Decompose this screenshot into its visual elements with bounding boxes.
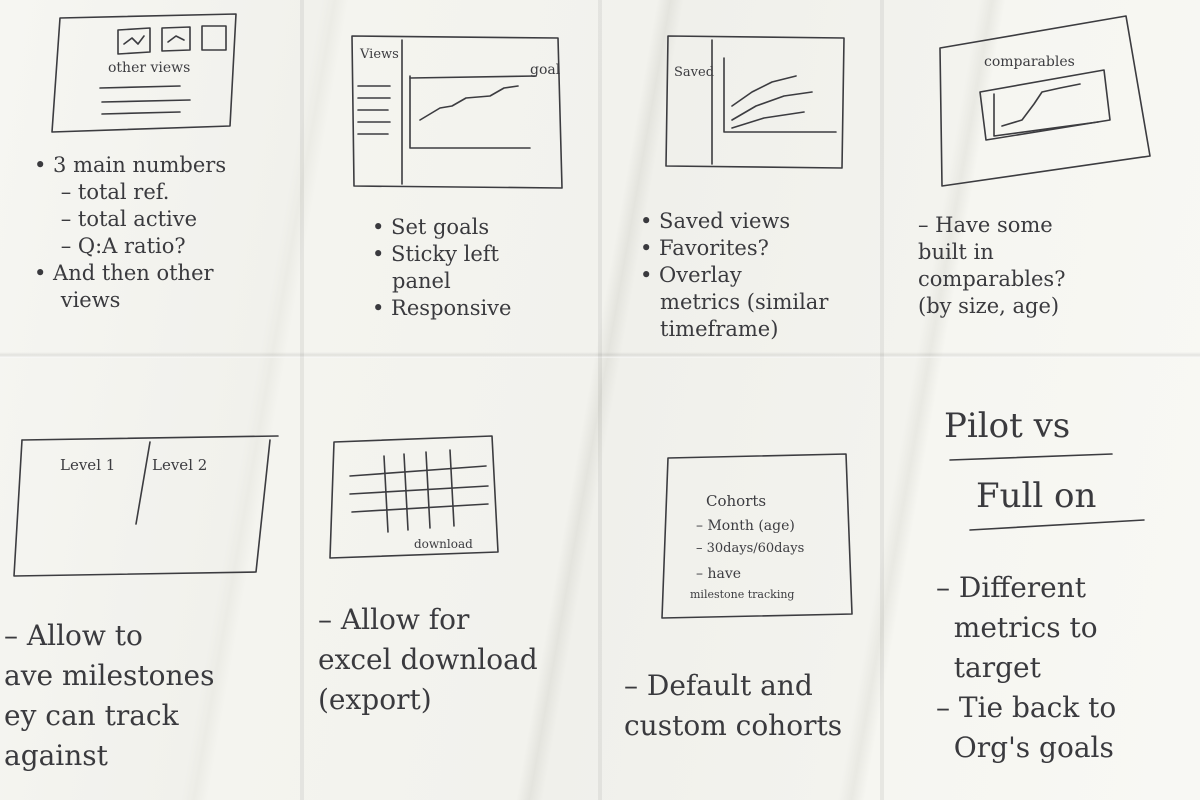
- sketch-label-level-1: Level 1: [60, 456, 115, 474]
- sketch-label-download: download: [414, 537, 473, 551]
- vertical-fold-1: [300, 0, 304, 800]
- heading-underlines: [949, 453, 1145, 531]
- sketch-cohort-line-2: – Month (age): [696, 518, 795, 534]
- heading-full-on: Full on: [976, 476, 1097, 516]
- notes-saved-views: • Saved views • Favorites? • Overlay met…: [640, 209, 829, 341]
- sketch-comparables: comparables: [939, 15, 1151, 187]
- sketch-cohort-line-3: – 30days/60days: [696, 541, 804, 556]
- sketch-label-other-views: other views: [108, 60, 190, 76]
- vertical-fold-2: [598, 0, 602, 800]
- sketch-label-level-2: Level 2: [152, 456, 207, 474]
- sketch-label-goal: goal: [530, 62, 561, 78]
- notes-excel-download: – Allow for excel download (export): [318, 603, 538, 716]
- notes-set-goals: • Set goals • Sticky left panel • Respon…: [372, 215, 512, 320]
- sketch-goal-chart: Views goal: [351, 35, 563, 189]
- sketch-saved-views: Saved: [665, 35, 845, 169]
- sketch-grid-download: download: [329, 435, 499, 559]
- sketch-cohort-line-5: milestone tracking: [690, 588, 794, 601]
- notes-comparables: – Have some built in comparables? (by si…: [918, 213, 1066, 318]
- sketch-label-views: Views: [359, 47, 399, 62]
- sketch-cohort-line-1: Cohorts: [706, 492, 766, 510]
- sketch-levels: Level 1 Level 2: [13, 435, 279, 577]
- heading-pilot-vs: Pilot vs: [944, 406, 1071, 446]
- sketch-label-saved: Saved: [674, 65, 714, 80]
- horizontal-fold: [0, 352, 1200, 358]
- vertical-fold-3: [880, 0, 884, 800]
- sketch-dashboard-other-views: other views: [51, 13, 237, 133]
- sketch-cohort-line-4: – have: [696, 566, 741, 582]
- notes-pilot-vs-full: – Different metrics to target – Tie back…: [936, 571, 1117, 764]
- notes-main-numbers: • 3 main numbers – total ref. – total ac…: [34, 153, 227, 312]
- sketch-cohorts: Cohorts – Month (age) – 30days/60days – …: [661, 453, 853, 619]
- sketch-label-comparables: comparables: [984, 54, 1075, 70]
- notes-milestones: – Allow to ave milestones ey can track a…: [4, 619, 215, 772]
- notes-cohorts: – Default and custom cohorts: [624, 669, 843, 742]
